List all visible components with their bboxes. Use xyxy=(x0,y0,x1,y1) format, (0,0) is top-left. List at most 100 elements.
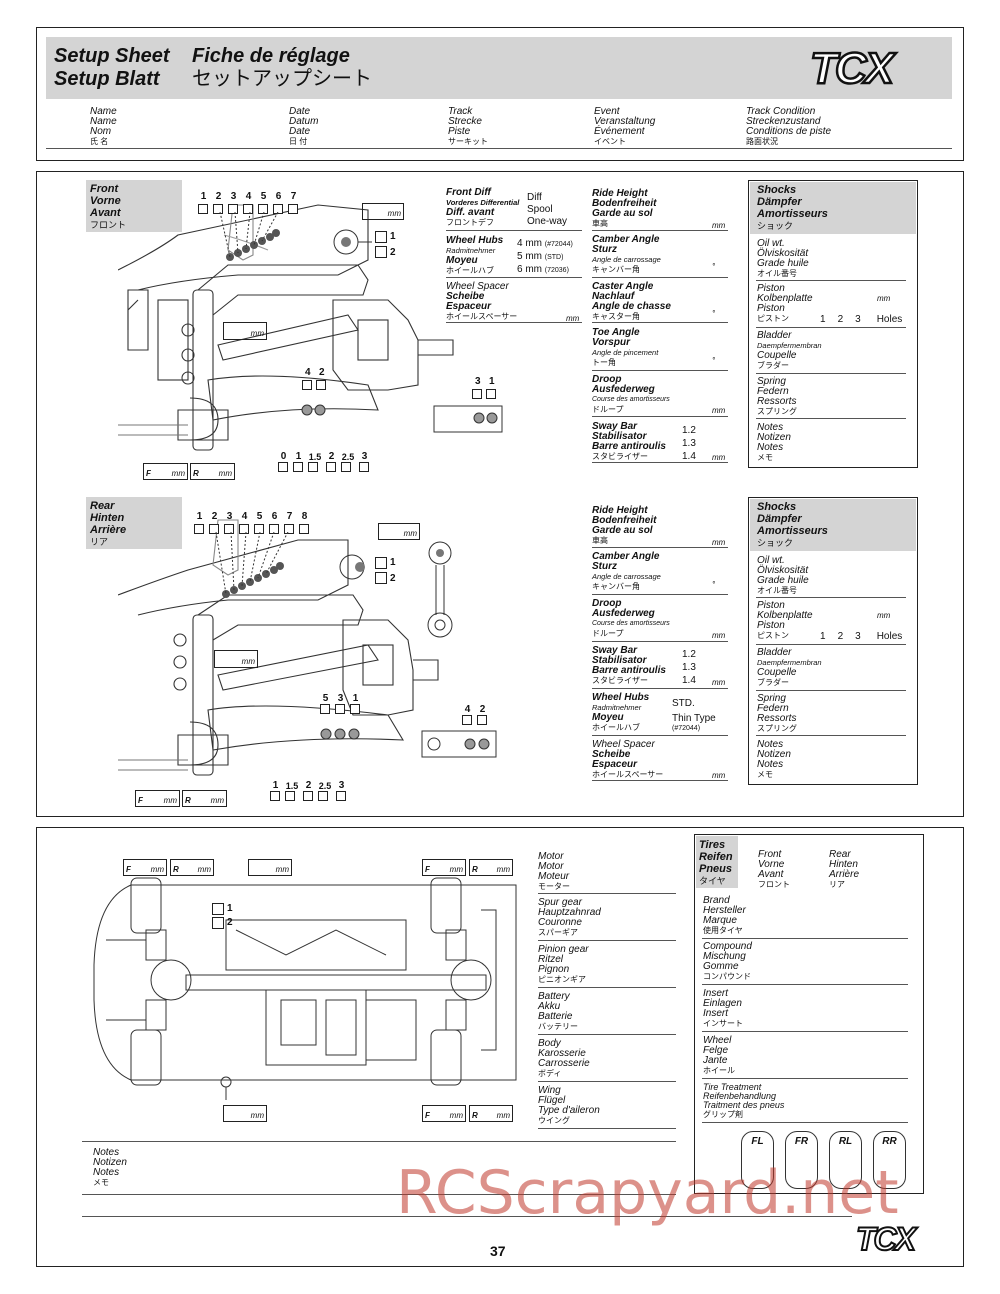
tire-fl-box[interactable]: FL xyxy=(741,1131,774,1189)
front-shim-0-box[interactable] xyxy=(278,462,288,472)
rear-hole-4-box[interactable] xyxy=(239,524,249,534)
rear-hole-5-box[interactable] xyxy=(254,524,264,534)
rear-upper-mm-box[interactable]: mm xyxy=(378,523,420,540)
front-option-1-box[interactable] xyxy=(375,231,387,243)
rear-hole-3-box[interactable] xyxy=(224,524,234,534)
front-holes-1: 1 xyxy=(489,376,495,387)
notes-top-rule xyxy=(82,1141,676,1142)
front-hole-2-check[interactable] xyxy=(316,380,326,390)
rear-hole-7-box[interactable] xyxy=(284,524,294,534)
rear-camber-unit: ° xyxy=(712,580,716,589)
rear-piston-rule xyxy=(756,644,906,645)
rear-lower-mm-box[interactable]: mm xyxy=(214,650,258,668)
rear-shim-1-box[interactable] xyxy=(270,791,280,801)
rear-hole-2-check[interactable] xyxy=(477,715,487,725)
front-hole-1-check[interactable] xyxy=(486,389,496,399)
front-shim-1.5-box[interactable] xyxy=(308,462,318,472)
rear-shocks-box xyxy=(748,497,918,785)
front-option-2-box[interactable] xyxy=(375,246,387,258)
front-hole-6-box[interactable] xyxy=(273,204,283,214)
tires-insert-rule xyxy=(702,1031,908,1032)
front-ride-rule xyxy=(592,230,728,231)
front-hole-chain xyxy=(219,212,280,261)
front-upper-mm-box[interactable]: mm xyxy=(362,203,404,220)
front-hole-7-box[interactable] xyxy=(288,204,298,214)
rear-shim-2.5-box[interactable] xyxy=(318,791,328,801)
suspension-panel xyxy=(36,171,964,817)
front-arm-holes-icon xyxy=(301,404,326,416)
chassis-option-1-box[interactable] xyxy=(212,903,224,915)
chassis-bottom-mm-box[interactable]: mm xyxy=(223,1105,267,1122)
front-diff-rule xyxy=(446,230,582,231)
front-hole-5-box[interactable] xyxy=(258,204,268,214)
rear-spring-rule xyxy=(756,735,906,736)
front-spacer-label: Wheel Spacer Scheibe Espaceur ホイールスペーサー xyxy=(446,281,518,322)
front-hole-3-box[interactable] xyxy=(228,204,238,214)
front-hole-4-check[interactable] xyxy=(302,380,312,390)
rear-hole-5-check[interactable] xyxy=(320,704,330,714)
front-shim-2-box[interactable] xyxy=(326,462,336,472)
rear-option-1-box[interactable] xyxy=(375,557,387,569)
rear-toe-link-icon xyxy=(421,730,497,758)
tire-rr-box[interactable]: RR xyxy=(873,1131,906,1189)
rear-droop-rule xyxy=(592,641,728,642)
front-shim-1-box[interactable] xyxy=(293,462,303,472)
rear-hole-1-box[interactable] xyxy=(194,524,204,534)
front-hole-1-box[interactable] xyxy=(198,204,208,214)
front-diff-label: Front Diff Vorderes Differential Diff. a… xyxy=(446,187,520,228)
tire-fr-box[interactable]: FR xyxy=(785,1131,818,1189)
front-hubs-rule xyxy=(446,277,582,278)
chassis-top-mm-box[interactable]: mm xyxy=(248,859,292,876)
header-panel xyxy=(36,27,964,161)
rear-shim-1.5-box[interactable] xyxy=(285,791,295,801)
rear-shim-row: 1 1.5 2 2.5 3 xyxy=(270,781,347,801)
front-shim-3-box[interactable] xyxy=(359,462,369,472)
front-piston-unit: mm xyxy=(877,294,891,303)
rear-shim-3-box[interactable] xyxy=(336,791,346,801)
tire-rl-box[interactable]: RL xyxy=(829,1131,862,1189)
rear-hole-2-box[interactable] xyxy=(209,524,219,534)
rear-shim-2-box[interactable] xyxy=(303,791,313,801)
rear-ride-rule xyxy=(592,547,728,548)
chassis-option-2-box[interactable] xyxy=(212,917,224,929)
front-lower-mm-box[interactable]: mm xyxy=(223,322,267,340)
rear-option-2-box[interactable] xyxy=(375,572,387,584)
rear-hole-4-check[interactable] xyxy=(462,715,472,725)
rear-hole-8-box[interactable] xyxy=(299,524,309,534)
rear-hole-1b-check[interactable] xyxy=(350,704,360,714)
front-hole-2-box[interactable] xyxy=(213,204,223,214)
front-droop-rule xyxy=(592,416,728,417)
rear-hole-3-check[interactable] xyxy=(335,704,345,714)
spur-rule xyxy=(538,940,676,941)
pinion-rule xyxy=(538,987,676,988)
front-hole-3-check[interactable] xyxy=(472,389,482,399)
front-shim-2.5-box[interactable] xyxy=(341,462,351,472)
front-spring-rule xyxy=(756,418,906,419)
rear-label-band xyxy=(86,497,182,549)
front-hole-4-box[interactable] xyxy=(243,204,253,214)
